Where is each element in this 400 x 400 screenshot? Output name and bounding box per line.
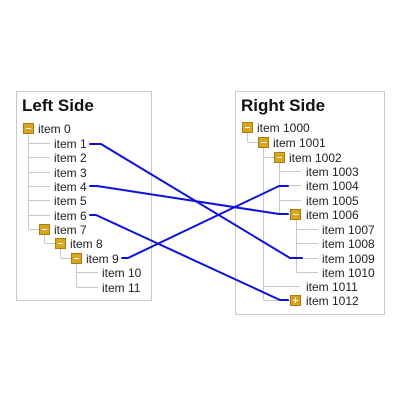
right-item-1001[interactable]: item 1001 [273,136,326,150]
left-item-0[interactable]: item 0 [38,122,71,136]
item-1002-collapse-toggle[interactable] [274,152,285,163]
right-item-1008[interactable]: item 1008 [322,237,375,251]
item-1006-collapse-toggle[interactable] [290,209,301,220]
item-1000-collapse-toggle[interactable] [242,122,253,133]
right-item-1011[interactable]: item 1011 [306,280,358,294]
left-item-2[interactable]: item 2 [54,151,87,165]
item-8-collapse-toggle[interactable] [55,238,66,249]
right-item-1005[interactable]: item 1005 [306,194,359,208]
left-item-1[interactable]: item 1 [54,137,87,151]
right-item-1010[interactable]: item 1010 [322,266,375,280]
item-9-collapse-toggle[interactable] [71,253,82,264]
item-1001-collapse-toggle[interactable] [258,137,269,148]
left-item-6[interactable]: item 6 [54,209,87,223]
right-panel-title: Right Side [241,96,326,115]
left-item-5[interactable]: item 5 [54,194,87,208]
right-item-1007[interactable]: item 1007 [322,223,375,237]
left-panel-title: Left Side [22,96,94,115]
item-7-collapse-toggle[interactable] [39,224,50,235]
left-item-3[interactable]: item 3 [54,166,87,180]
right-item-1003[interactable]: item 1003 [306,165,359,179]
right-item-1002[interactable]: item 1002 [289,151,342,165]
item-0-collapse-toggle[interactable] [23,123,34,134]
left-item-7[interactable]: item 7 [54,223,87,237]
right-item-1006[interactable]: item 1006 [306,208,359,222]
right-item-1004[interactable]: item 1004 [306,179,359,193]
right-item-1009[interactable]: item 1009 [322,252,375,266]
item-1012-expand-toggle[interactable] [290,295,301,306]
right-item-1000[interactable]: item 1000 [257,121,310,135]
right-item-1012[interactable]: item 1012 [306,294,359,308]
left-item-4[interactable]: item 4 [54,180,87,194]
